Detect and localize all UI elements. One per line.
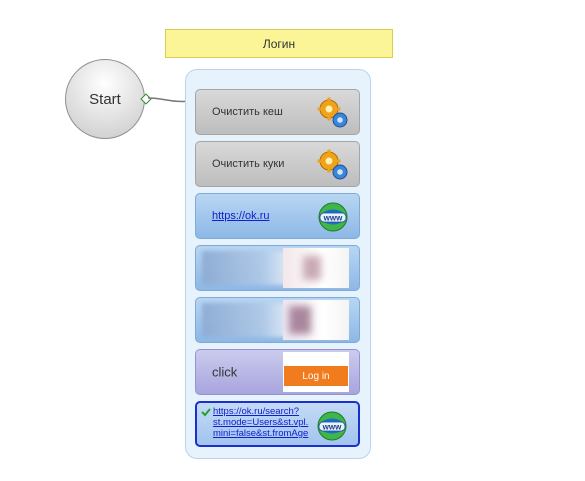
www-globe-icon: www: [318, 202, 348, 232]
action-label: Очистить кеш: [212, 106, 283, 118]
action-label: Очистить куки: [212, 158, 285, 170]
svg-text:www: www: [322, 423, 342, 432]
page-thumbnail: [283, 248, 349, 288]
click-target-thumbnail: Log in: [283, 352, 349, 392]
page-thumbnail: [283, 300, 349, 340]
action-click[interactable]: click Log in: [195, 349, 360, 395]
url-line: mini=false&st.fromAge: [213, 428, 309, 439]
flow-title[interactable]: Логин: [165, 29, 393, 58]
start-node[interactable]: Start: [65, 59, 145, 139]
action-label: click: [212, 364, 238, 380]
action-navigate[interactable]: https://ok.ru www: [195, 193, 360, 239]
gears-icon: [317, 97, 348, 128]
gears-icon: [317, 149, 348, 180]
url-line: https://ok.ru/search?: [213, 406, 300, 417]
action-clear-cache[interactable]: Очистить кеш: [195, 89, 360, 135]
action-screenshot-step[interactable]: [195, 245, 360, 291]
url-line: st.mode=Users&st.vpl.: [213, 417, 309, 428]
checkmark-icon: [201, 408, 211, 417]
action-url-link[interactable]: https://ok.ru: [212, 210, 270, 222]
action-navigate-selected[interactable]: https://ok.ru/search? st.mode=Users&st.v…: [195, 401, 360, 447]
svg-text:www: www: [323, 214, 343, 223]
www-globe-icon: www: [317, 411, 347, 441]
login-button-preview: Log in: [284, 366, 348, 386]
action-screenshot-step[interactable]: [195, 297, 360, 343]
start-label: Start: [89, 90, 121, 108]
action-url-link[interactable]: https://ok.ru/search? st.mode=Users&st.v…: [213, 406, 325, 439]
action-clear-cookies[interactable]: Очистить куки: [195, 141, 360, 187]
